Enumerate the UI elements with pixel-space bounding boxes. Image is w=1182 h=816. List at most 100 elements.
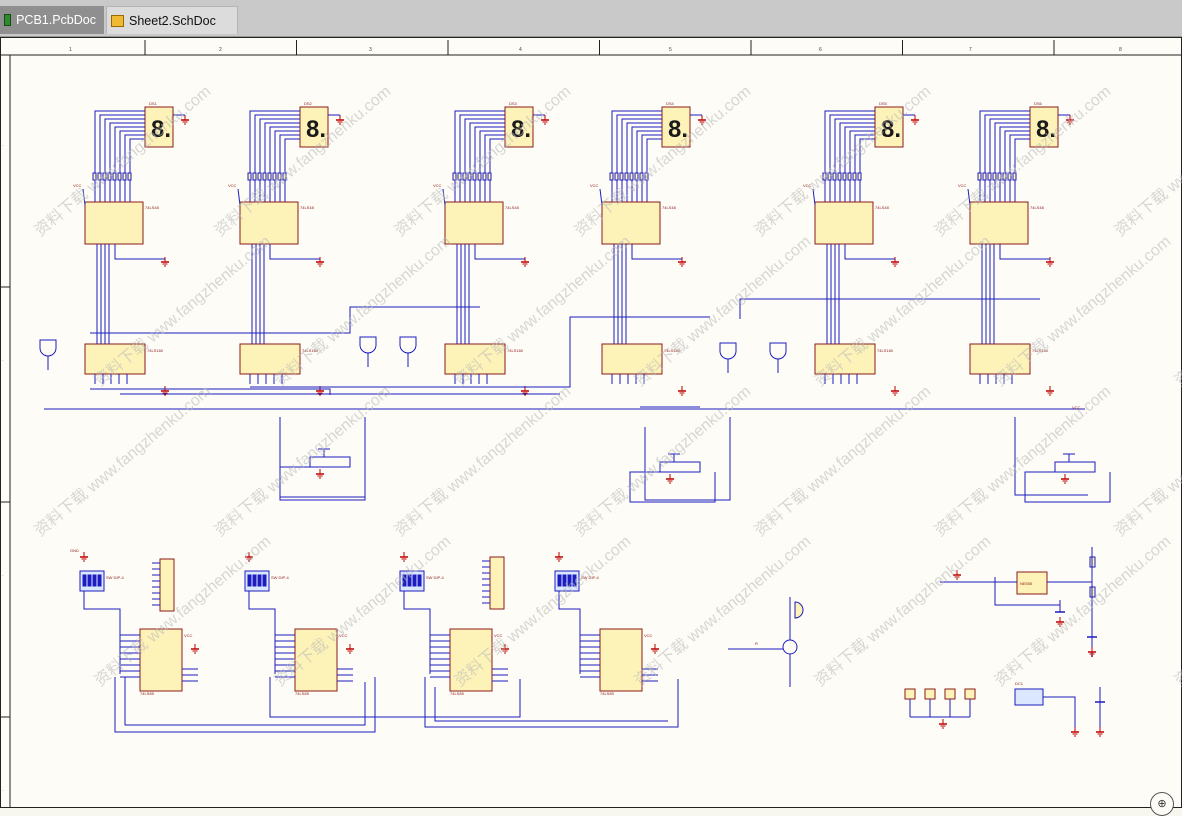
watermark-text: 资料下载 www.fangzhenku.com	[211, 382, 394, 540]
counter-ic	[444, 343, 506, 375]
watermark-text: 资料下载 www.fangzhenku.com	[271, 232, 454, 390]
connector-pin	[924, 688, 936, 700]
ic-part-label: 74LS48	[875, 205, 890, 210]
tab-sheet2-schdoc[interactable]: Sheet2.SchDoc	[106, 6, 238, 34]
watermark-text: 资料下载 www.fangzhenku.com	[931, 382, 1114, 540]
display-designator: DS4	[666, 101, 675, 106]
counter-ic	[969, 343, 1031, 375]
ruler-column-label: 1	[69, 47, 72, 53]
ic-part-label: 74LS85	[600, 691, 615, 696]
ruler-column-label: 4	[519, 47, 522, 53]
connector-pin	[964, 688, 976, 700]
ic-part-label: 74LS85	[450, 691, 465, 696]
watermark-text: 资料下载 www.fangzhenku.com	[391, 382, 574, 540]
ruler-row-mark: ·	[2, 788, 4, 794]
zoom-indicator-icon[interactable]: ⊕	[1150, 792, 1174, 816]
counter-ic	[601, 343, 663, 375]
display-designator: DS3	[509, 101, 518, 106]
connector-pin	[944, 688, 956, 700]
display-digit: 8.	[151, 116, 171, 143]
decoder-ic	[444, 201, 504, 245]
watermark-text: 资料下载 www.fangzhenku.com	[811, 532, 994, 690]
watermark-text: 资料下载 www.fangzhenku.com	[1171, 232, 1182, 390]
display-digit: 8.	[1036, 116, 1056, 143]
pcb-doc-icon	[4, 14, 12, 26]
gnd-net-label: GND	[70, 548, 79, 553]
ic-part-label: 74LS48	[1030, 205, 1045, 210]
watermark-text: 资料下载 www.fangzhenku.com	[811, 232, 994, 390]
document-tab-bar: PCB1.PcbDoc Sheet2.SchDoc	[0, 0, 1182, 37]
vcc-net-label: VCC	[1072, 405, 1081, 410]
ruler-row-mark: ·	[2, 143, 4, 149]
comparator-ic	[139, 628, 183, 692]
ic-part-label: 74LS160	[507, 348, 524, 353]
svg-text:VCC: VCC	[339, 633, 348, 638]
decoder-ic	[84, 201, 144, 245]
watermark-text: 资料下载 www.fangzhenku.com	[1171, 532, 1182, 690]
ruler-row-mark: ·	[2, 358, 4, 364]
svg-text:VCC: VCC	[494, 633, 503, 638]
watermark-text: 资料下载 www.fangzhenku.com	[751, 382, 934, 540]
vcc-label: VCC	[228, 183, 237, 188]
decoder-ic	[239, 201, 299, 245]
vcc-label: VCC	[803, 183, 812, 188]
svg-text:DC1: DC1	[1015, 681, 1024, 686]
ic-part-label: 74LS48	[145, 205, 160, 210]
seven-segment-display	[504, 106, 534, 148]
comparator-ic	[449, 628, 493, 692]
display-digit: 8.	[881, 116, 901, 143]
watermark-text: 资料下载 www.fangzhenku.com	[571, 82, 754, 240]
dip-switch-label: SW DIP-4	[271, 575, 290, 580]
watermark-text: 资料下载 www.fangzhenku.com	[991, 232, 1174, 390]
dip-switch-label: SW DIP-4	[106, 575, 125, 580]
counter-ic	[239, 343, 301, 375]
ic-part-label: 74LS160	[664, 348, 681, 353]
ruler-row-mark: ·	[2, 573, 4, 579]
display-designator: DS2	[304, 101, 313, 106]
watermark-text: 资料下载 www.fangzhenku.com	[211, 82, 394, 240]
decoder-ic	[601, 201, 661, 245]
watermark-text: 资料下载 www.fangzhenku.com	[991, 532, 1174, 690]
svg-text:VCC: VCC	[644, 633, 653, 638]
resistor-pack	[159, 558, 175, 612]
watermark-text: 资料下载 www.fangzhenku.com	[631, 532, 814, 690]
logic-gate-symbol	[399, 336, 417, 354]
ic-part-label: 74LS48	[662, 205, 677, 210]
display-digit: 8.	[668, 116, 688, 143]
transistor-symbol	[782, 639, 798, 655]
display-digit: 8.	[306, 116, 326, 143]
ruler-column-label: 8	[1119, 47, 1122, 53]
decoder-ic	[814, 201, 874, 245]
logic-gate-symbol	[769, 342, 787, 360]
seven-segment-display	[144, 106, 174, 148]
push-button-switch	[659, 461, 701, 473]
logic-gate-symbol	[39, 339, 57, 357]
vcc-label: VCC	[958, 183, 967, 188]
tab-label: PCB1.PcbDoc	[16, 13, 96, 27]
ic-part-label: 74LS160	[147, 348, 164, 353]
dip-switch-label: SW DIP-4	[581, 575, 600, 580]
push-button-switch	[1054, 461, 1096, 473]
comparator-ic	[599, 628, 643, 692]
decoder-ic	[969, 201, 1029, 245]
connector-pin	[904, 688, 916, 700]
logic-gate-symbol	[359, 336, 377, 354]
buzzer-symbol	[794, 601, 804, 619]
ruler-column-label: 6	[819, 47, 822, 53]
svg-text:R: R	[755, 641, 758, 646]
vcc-label: VCC	[73, 183, 82, 188]
dc-power-jack	[1014, 688, 1044, 706]
watermark-text: 资料下载 www.fangzhenku.com	[91, 532, 274, 690]
display-digit: 8.	[511, 116, 531, 143]
display-designator: DS1	[149, 101, 158, 106]
vcc-label: VCC	[433, 183, 442, 188]
resistor-pack	[489, 556, 505, 610]
sch-doc-icon	[111, 14, 124, 27]
tab-pcb1-pcbdoc[interactable]: PCB1.PcbDoc	[0, 6, 104, 34]
comparator-ic	[294, 628, 338, 692]
display-designator: DS5	[879, 101, 888, 106]
ruler-column-label: 7	[969, 47, 972, 53]
ic-part-label: 74LS160	[877, 348, 894, 353]
